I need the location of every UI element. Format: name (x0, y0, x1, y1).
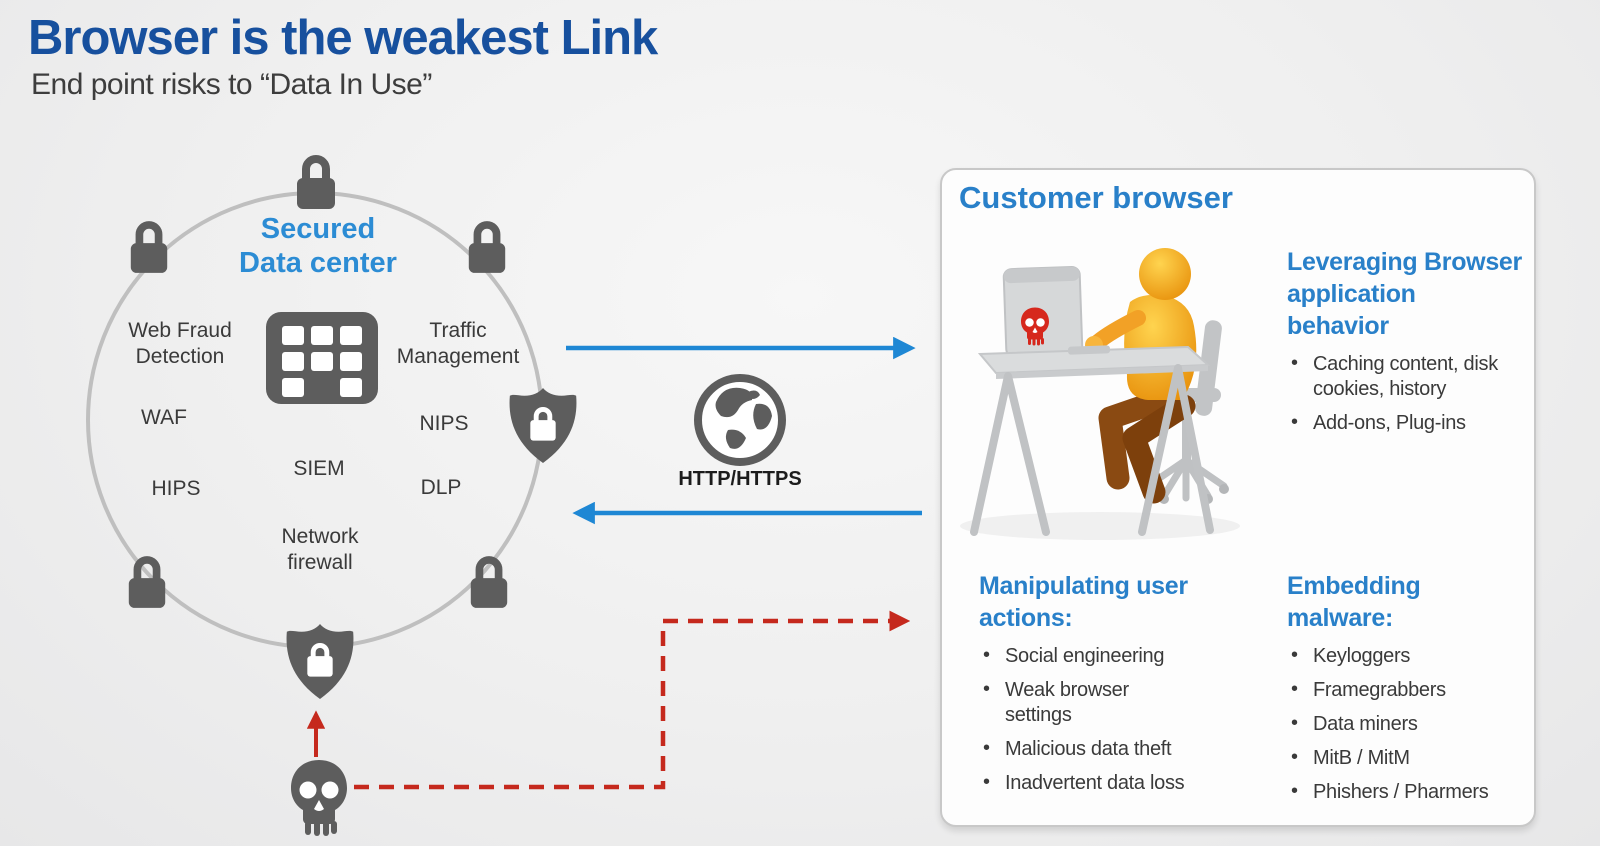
protocol-label: HTTP/HTTPS (678, 468, 802, 490)
building-icon (266, 312, 378, 404)
service-label-web-fraud-detection: Web Fraud Detection (128, 319, 232, 368)
panel-heading: Customer browser (959, 180, 1233, 215)
section-title: Embedding malware: (1287, 572, 1421, 632)
page-title: Browser is the weakest Link (28, 11, 658, 65)
service-label-hips: HIPS (151, 477, 201, 500)
globe-icon (694, 374, 786, 466)
lock-icon (131, 225, 167, 273)
section-leveraging-browser: Leveraging Browser application behavior … (1287, 246, 1527, 445)
bullet-item: Keyloggers (1287, 643, 1517, 669)
service-label-network-firewall: Network firewall (281, 525, 359, 574)
bullet-item: MitB / MitM (1287, 745, 1517, 771)
bullet-item: Social engineering (979, 643, 1209, 669)
desk-icon (970, 345, 1214, 536)
person-at-desk-illustration (960, 248, 1240, 540)
bullet-item: Add-ons, Plug-ins (1287, 410, 1527, 436)
bullet-list: Keyloggers Framegrabbers Data miners Mit… (1287, 643, 1517, 805)
page-subtitle: End point risks to “Data In Use” (31, 68, 432, 101)
section-manipulating-user-actions: Manipulating user actions: Social engine… (979, 570, 1209, 805)
lock-icon (471, 560, 507, 608)
lock-icon (469, 225, 505, 273)
bullet-item: Framegrabbers (1287, 677, 1517, 703)
bullet-item: Inadvertent data loss (979, 770, 1209, 796)
bullet-list: Caching content, disk cookies, history A… (1287, 351, 1527, 436)
section-embedding-malware: Embedding malware: Keyloggers Framegrabb… (1287, 570, 1517, 814)
lock-icon (129, 560, 165, 608)
section-title: Leveraging Browser application behavior (1287, 248, 1522, 340)
bullet-item: Malicious data theft (979, 736, 1209, 762)
shield-lock-icon (287, 624, 354, 699)
bullet-item: Data miners (1287, 711, 1517, 737)
service-label-nips: NIPS (419, 412, 469, 435)
bullet-list: Social engineering Weak browser settings… (979, 643, 1209, 796)
shield-lock-icon (510, 388, 577, 463)
section-title: Manipulating user actions: (979, 572, 1188, 632)
service-label-siem: SIEM (293, 457, 345, 480)
datacenter-heading: Secured Data center (239, 213, 397, 279)
skull-icon (291, 760, 347, 836)
service-label-dlp: DLP (420, 476, 462, 499)
lock-icon (297, 159, 335, 209)
service-label-waf: WAF (141, 406, 187, 429)
bullet-item: Phishers / Pharmers (1287, 779, 1517, 805)
attack-on-browser-dashed-arrow (354, 610, 911, 790)
service-label-traffic-management: Traffic Management (396, 319, 520, 368)
customer-browser-panel: Customer browser (940, 168, 1536, 827)
bullet-item: Caching content, disk cookies, history (1287, 351, 1527, 402)
bullet-item: Weak browser settings (979, 677, 1209, 728)
